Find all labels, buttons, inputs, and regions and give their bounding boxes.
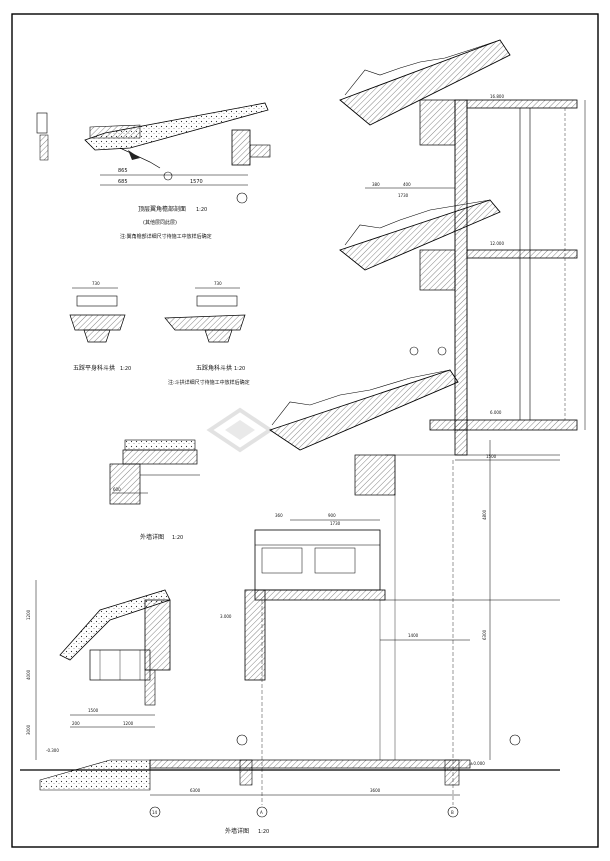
dim-6300-bottom: 6300 [190, 788, 201, 793]
dim-6300: 6300 [482, 629, 487, 640]
dim-1500-r: 1500 [486, 454, 497, 459]
elev-6000: 6.000 [490, 410, 502, 415]
dim-1570: 1570 [190, 179, 203, 185]
elev-3000: 3.000 [220, 614, 232, 619]
eaves-section-note: 注:翼角檐部详细尺寸待施工中放样后确定 [120, 233, 212, 240]
dim-4800: 4800 [482, 509, 487, 520]
dim-1730-b: 1730 [330, 521, 341, 526]
canopy-section-detail: 1200 4000 3000 1500 200 1200 -0.300 [26, 580, 171, 760]
bracket-corner-detail: 730 五踩角科斗拱 1:20 注:斗拱详细尺寸待施工中放样后确定 [164, 281, 250, 386]
dim-4000: 4000 [26, 669, 31, 680]
wall-detail-title: 外墙详图 [140, 533, 164, 541]
dim-730-a: 730 [92, 281, 100, 286]
bracket-corner-scale: 1:20 [234, 366, 245, 372]
axis-b: B [451, 810, 454, 815]
wall-parapet-detail: 600 外墙详图 1:20 [109, 439, 200, 541]
bracket-corner-title: 五踩角科斗拱 [196, 364, 232, 372]
dim-380: 380 [372, 182, 380, 187]
wall-detail-scale: 1:20 [172, 535, 183, 541]
watermark-logo [206, 407, 274, 453]
dim-360: 360 [275, 513, 283, 518]
axis-a: A [260, 810, 263, 815]
dim-200: 200 [72, 721, 80, 726]
wall-section-title: 外墙详图 [225, 827, 249, 835]
bracket-note: 注:斗拱详细尺寸待施工中放样后确定 [168, 379, 250, 386]
dim-685: 685 [118, 179, 128, 185]
dim-1500: 1500 [88, 708, 99, 713]
dim-3600-bottom: 3600 [370, 788, 381, 793]
elev-12000: 12.000 [490, 241, 504, 246]
bracket-flat-detail: 730 五踩平身科斗拱 1:20 [69, 281, 131, 372]
wall-section-scale: 1:20 [258, 829, 269, 835]
dim-865: 865 [118, 168, 128, 174]
elev-16800: 16.800 [490, 94, 504, 99]
dim-600: 600 [113, 487, 121, 492]
dim-3000: 3000 [26, 724, 31, 735]
eaves-section-title: 顶层翼角檐部剖面 [138, 205, 186, 213]
dim-1400: 1400 [408, 633, 419, 638]
dim-900: 900 [328, 513, 336, 518]
eaves-section-subtitle: (其他层同此层) [143, 219, 177, 226]
dim-1730-a: 1730 [398, 193, 409, 198]
dim-1200-b: 1200 [123, 721, 134, 726]
ground-and-foundation: 6300 3600 14 A B 外墙详图 1:20 [20, 759, 560, 835]
bracket-flat-scale: 1:20 [120, 366, 131, 372]
bracket-flat-title: 五踩平身科斗拱 [73, 364, 115, 372]
elev-neg: -0.300 [46, 748, 59, 753]
dim-400: 400 [403, 182, 411, 187]
elev-0000: ±0.000 [470, 761, 485, 766]
dim-1200: 1200 [26, 609, 31, 620]
main-building-section: 360 900 1400 4800 6300 1500 380 400 1730… [220, 39, 586, 805]
axis-14: 14 [152, 810, 158, 815]
sheet-border [11, 13, 599, 848]
eaves-section-scale: 1:20 [196, 207, 207, 213]
dim-730-b: 730 [214, 281, 222, 286]
eaves-section-detail: 865 685 1570 顶层翼角檐部剖面 1:20 (其他层同此层) 注:翼角… [36, 102, 271, 240]
